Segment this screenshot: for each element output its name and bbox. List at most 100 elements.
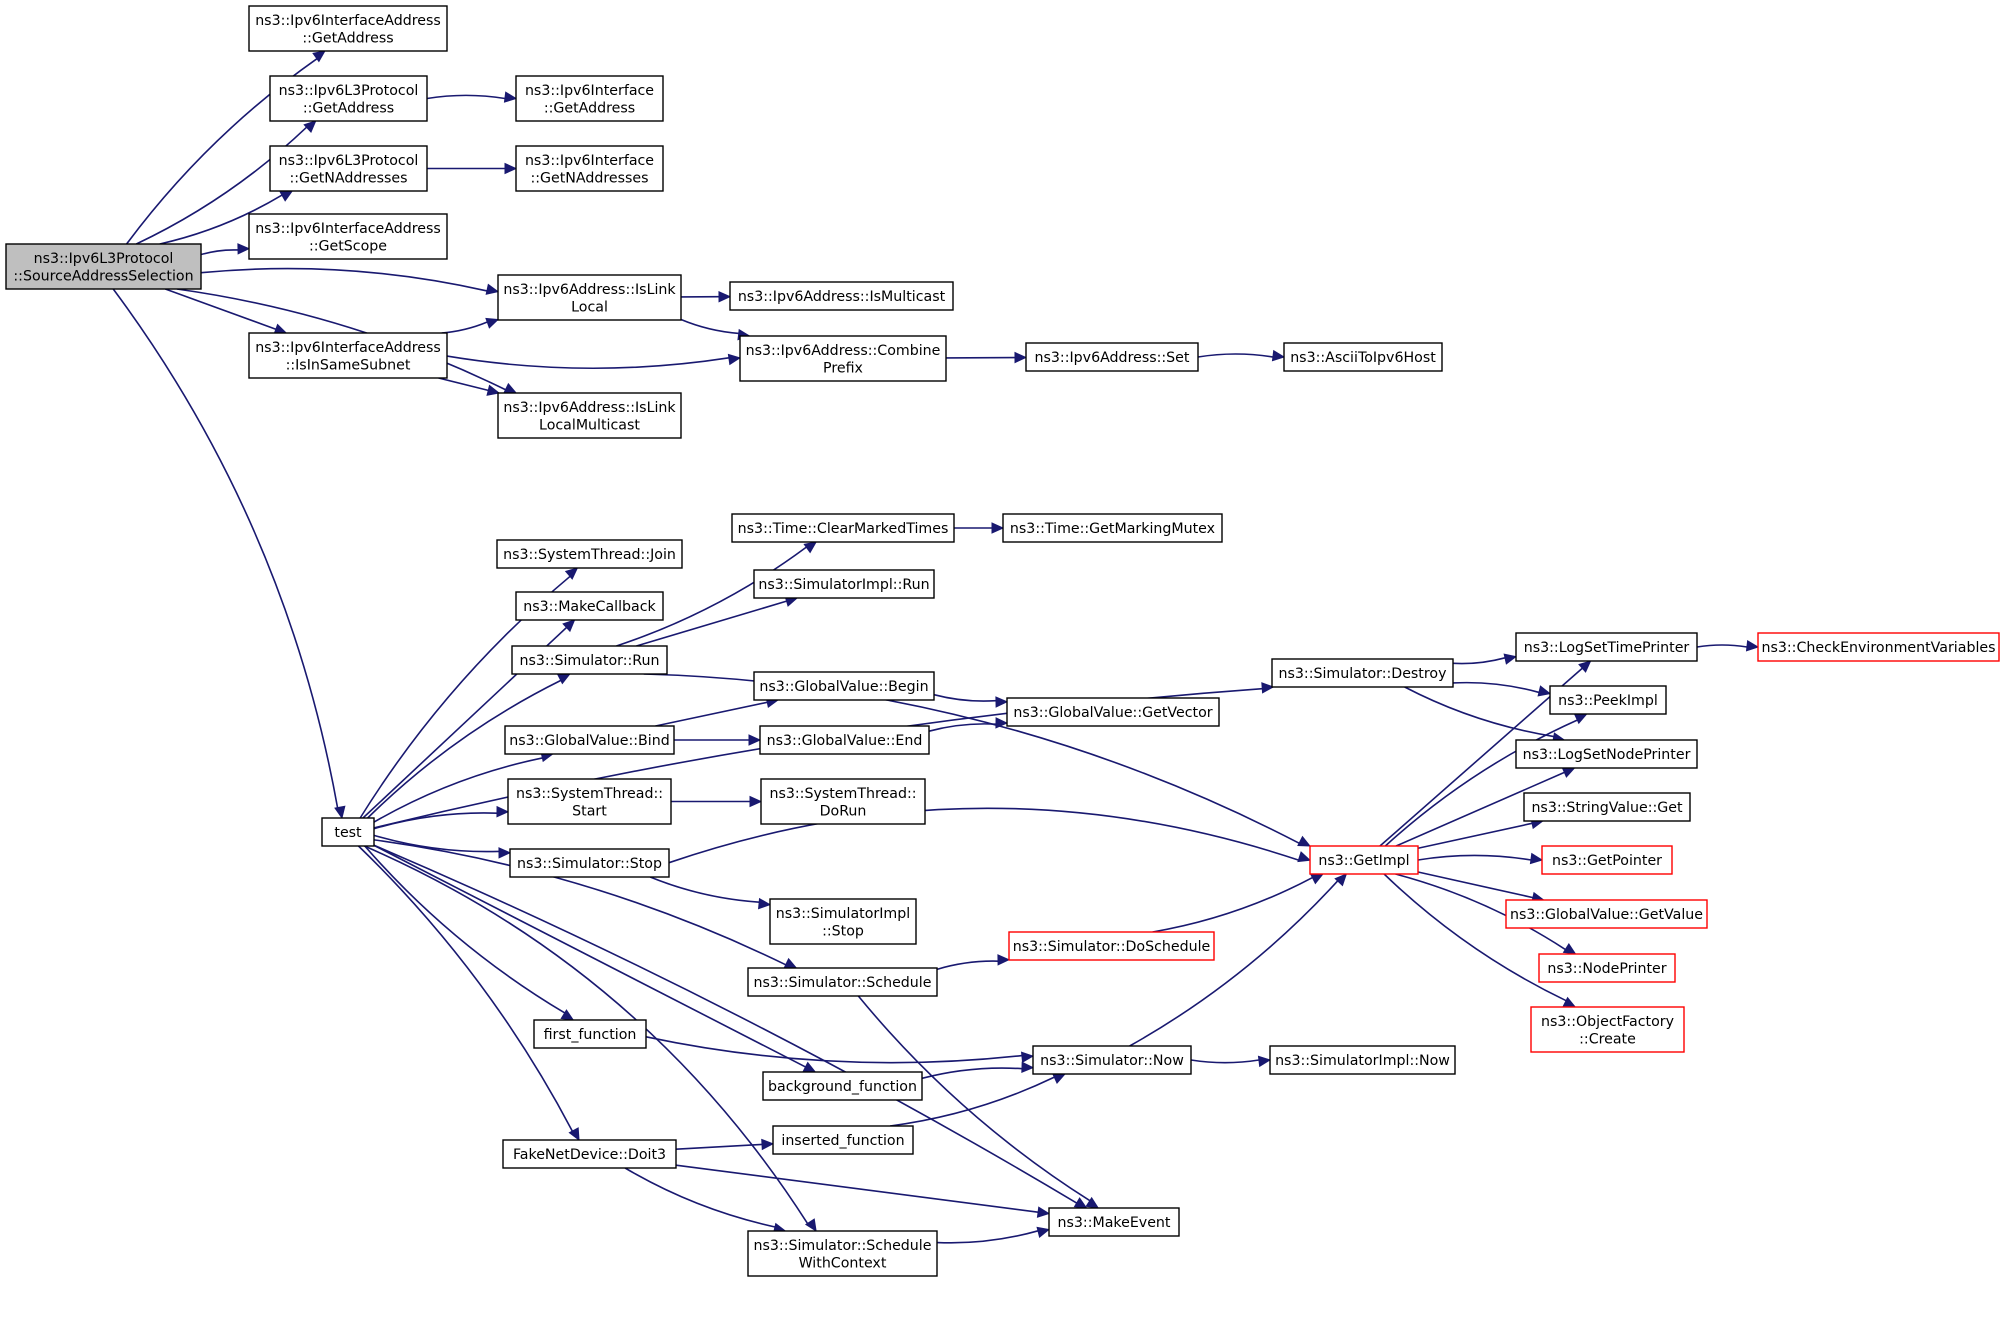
node-gvgetvector[interactable]: ns3::GlobalValue::GetVector: [1006, 697, 1220, 727]
node-makecallback[interactable]: ns3::MakeCallback: [515, 591, 664, 621]
node-doit3[interactable]: FakeNetDevice::Doit3: [502, 1139, 677, 1169]
node-box: [1515, 632, 1698, 662]
arrowhead-icon: [761, 1138, 775, 1151]
node-if_getaddress[interactable]: ns3::Ipv6Interface::GetAddress: [515, 75, 664, 122]
node-label-line: ns3::Ipv6L3Protocol: [279, 83, 419, 99]
node-box: [1269, 1045, 1456, 1075]
node-gvbind[interactable]: ns3::GlobalValue::Bind: [504, 725, 675, 755]
node-box: [1309, 845, 1419, 875]
edge-line: [357, 845, 574, 1132]
node-bgfunction[interactable]: background_function: [762, 1071, 923, 1101]
node-objfactorycreate[interactable]: ns3::ObjectFactory::Create: [1530, 1006, 1685, 1053]
node-label-line: ns3::Ipv6Address::Combine: [746, 343, 941, 359]
node-if_getn[interactable]: ns3::Ipv6Interface::GetNAddresses: [515, 145, 664, 192]
node-box: [1025, 342, 1199, 372]
edge-line: [675, 1164, 1039, 1213]
node-peekimpl[interactable]: ns3::PeekImpl: [1549, 685, 1667, 715]
call-edge-gvbind-to-gvend: [673, 734, 762, 746]
node-box: [515, 591, 664, 621]
node-gvend[interactable]: ns3::GlobalValue::End: [759, 725, 930, 755]
node-checkenv[interactable]: ns3::CheckEnvironmentVariables: [1757, 632, 2000, 662]
call-edge-test-to-simstop: [373, 834, 512, 859]
node-simimplstop[interactable]: ns3::SimulatorImpl::Stop: [769, 898, 917, 945]
node-simnow[interactable]: ns3::Simulator::Now: [1032, 1045, 1192, 1075]
node-test[interactable]: test: [321, 817, 375, 847]
node-label-line: LocalMulticast: [539, 417, 640, 433]
node-threadjoin[interactable]: ns3::SystemThread::Join: [496, 539, 683, 569]
node-label-line: Local: [571, 299, 608, 315]
arrowhead-icon: [503, 382, 518, 394]
node-simimplrun[interactable]: ns3::SimulatorImpl::Run: [753, 569, 935, 599]
arrowhead-icon: [995, 696, 1009, 708]
node-label-line: ::Create: [1579, 1031, 1636, 1047]
edge-line: [373, 757, 543, 823]
node-firstfunction[interactable]: first_function: [533, 1019, 647, 1049]
call-edge-combineprefix-to-addrset: [945, 351, 1028, 364]
node-gvgetvalue[interactable]: ns3::GlobalValue::GetValue: [1505, 899, 1708, 929]
node-label-line: ns3::LogSetNodePrinter: [1523, 747, 1691, 763]
edge-line: [933, 693, 997, 702]
node-logsetnodeprinter[interactable]: ns3::LogSetNodePrinter: [1515, 739, 1698, 769]
edge-line: [675, 1143, 763, 1151]
node-l3_getn[interactable]: ns3::Ipv6L3Protocol::GetNAddresses: [269, 145, 428, 192]
node-label-line: ns3::AsciiToIpv6Host: [1290, 350, 1436, 366]
arrowhead-icon: [237, 243, 251, 255]
node-box: [1002, 513, 1223, 543]
edge-line: [112, 288, 339, 809]
node-doschedule[interactable]: ns3::Simulator::DoSchedule: [1008, 931, 1215, 961]
node-label-line: ns3::GetImpl: [1318, 853, 1409, 869]
node-ia_getaddress[interactable]: ns3::Ipv6InterfaceAddress::GetAddress: [248, 5, 448, 52]
node-makeevent[interactable]: ns3::MakeEvent: [1048, 1207, 1180, 1237]
call-edge-test-to-firstfunction: [364, 845, 575, 1021]
arrowhead-icon: [1503, 653, 1518, 665]
node-simimplnow[interactable]: ns3::SimulatorImpl::Now: [1269, 1045, 1456, 1075]
node-getmarkingmutex[interactable]: ns3::Time::GetMarkingMutex: [1002, 513, 1223, 543]
arrowhead-icon: [303, 120, 317, 134]
node-label-line: ns3::SystemThread::Join: [503, 547, 676, 563]
node-getimpl[interactable]: ns3::GetImpl: [1309, 845, 1419, 875]
node-insertedfunction[interactable]: inserted_function: [772, 1125, 914, 1155]
node-simdestroy[interactable]: ns3::Simulator::Destroy: [1271, 658, 1454, 688]
arrowhead-icon: [279, 190, 294, 202]
call-edge-threadstart-to-threaddorun: [671, 795, 763, 808]
node-l3_getaddress[interactable]: ns3::Ipv6L3Protocol::GetAddress: [269, 75, 428, 122]
node-ismulticast[interactable]: ns3::Ipv6Address::IsMulticast: [729, 281, 954, 311]
node-addrset[interactable]: ns3::Ipv6Address::Set: [1025, 342, 1199, 372]
call-edge-getimpl-to-nodeprinter: [1395, 873, 1577, 955]
node-box: [1549, 685, 1667, 715]
node-ia_getscope[interactable]: ns3::Ipv6InterfaceAddress::GetScope: [248, 213, 448, 260]
node-gvbegin[interactable]: ns3::GlobalValue::Begin: [753, 671, 935, 701]
node-nodeprinter[interactable]: ns3::NodePrinter: [1538, 953, 1676, 983]
arrowhead-icon: [1573, 713, 1588, 725]
node-label-line: ns3::LogSetTimePrinter: [1524, 640, 1690, 656]
edge-line: [1152, 876, 1313, 933]
node-simstop[interactable]: ns3::Simulator::Stop: [509, 848, 670, 878]
edge-line: [1417, 822, 1533, 850]
node-stringvalueget[interactable]: ns3::StringValue::Get: [1523, 792, 1691, 822]
node-simschedule[interactable]: ns3::Simulator::Schedule: [747, 967, 938, 997]
arrowhead-icon: [562, 619, 576, 633]
node-root[interactable]: ns3::Ipv6L3Protocol::SourceAddressSelect…: [5, 243, 202, 290]
node-threadstart[interactable]: ns3::SystemThread::Start: [507, 778, 672, 825]
node-label-line: ns3::Ipv6Address::Set: [1035, 350, 1190, 366]
node-box: [762, 1071, 923, 1101]
node-logsettimeprinter[interactable]: ns3::LogSetTimePrinter: [1515, 632, 1698, 662]
node-insamesubnet[interactable]: ns3::Ipv6InterfaceAddress::IsInSameSubne…: [248, 332, 448, 379]
node-box: [747, 1230, 938, 1277]
edge-line: [889, 1076, 1055, 1127]
edge-line: [936, 960, 999, 971]
call-edge-l3_getn-to-if_getn: [426, 162, 518, 175]
node-box: [321, 817, 375, 847]
node-asciitoipv6[interactable]: ns3::AsciiToIpv6Host: [1283, 342, 1443, 372]
node-threaddorun[interactable]: ns3::SystemThread::DoRun: [760, 778, 926, 825]
edge-line: [373, 812, 498, 830]
node-label-line: ::GetNAddresses: [530, 170, 648, 186]
node-simrun[interactable]: ns3::Simulator::Run: [511, 645, 668, 675]
edge-line: [438, 377, 489, 392]
node-getpointer[interactable]: ns3::GetPointer: [1541, 845, 1673, 875]
node-clearmarked[interactable]: ns3::Time::ClearMarkedTimes: [731, 513, 955, 543]
